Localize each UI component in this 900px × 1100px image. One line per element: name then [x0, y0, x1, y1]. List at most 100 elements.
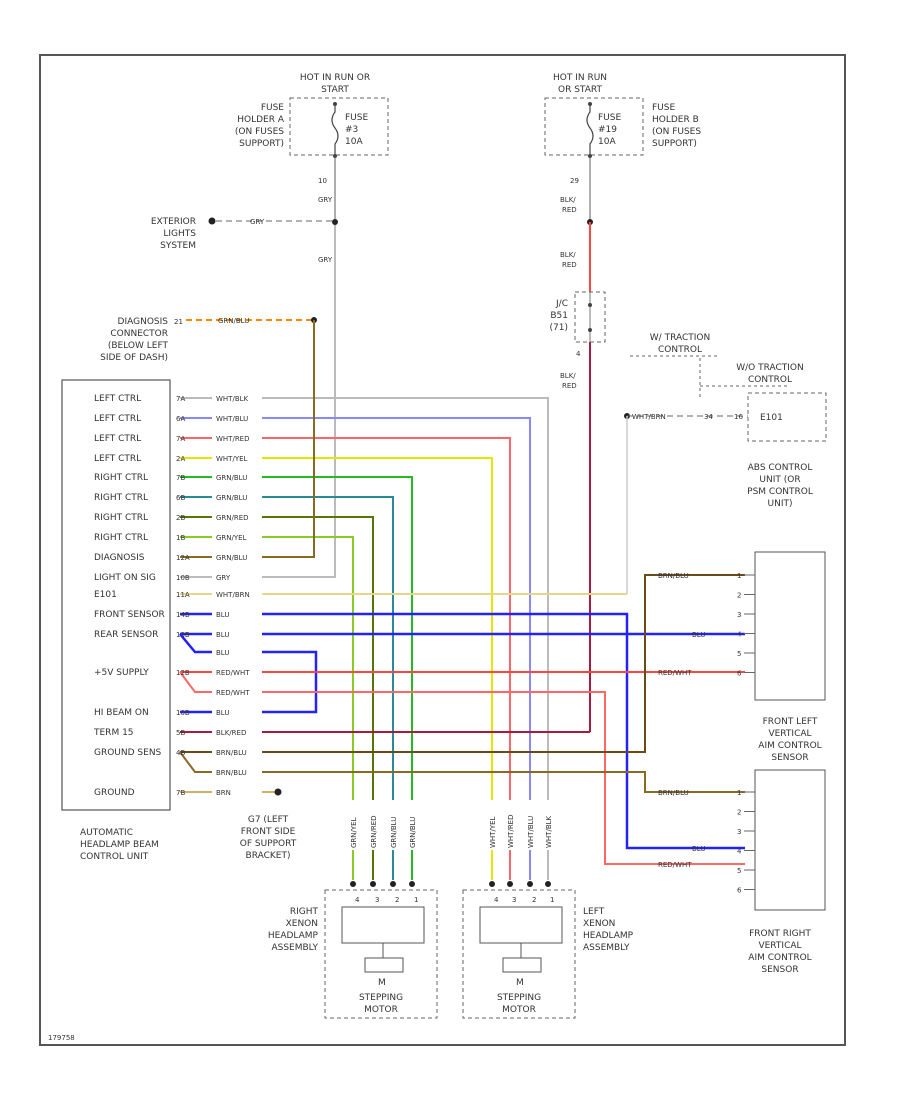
control-unit-pin-label: REAR SENSOR [94, 630, 158, 640]
wire-label-bg [212, 609, 262, 618]
control-unit-pin-label: LEFT CTRL [94, 394, 141, 404]
control-unit-pin-number: 10B [176, 709, 190, 717]
headlamp-pin-number: 1 [414, 896, 418, 904]
fl-wire-1: BRN/BLU [658, 572, 689, 580]
wire-label-bg [543, 800, 553, 850]
wire-label-bg [212, 629, 262, 638]
fr-label-2: VERTICAL [758, 941, 801, 951]
left-headlamp-line2: XENON [583, 919, 615, 929]
harness-wire-color-label: GRN/BLU [216, 494, 247, 502]
wire-label-bg [212, 767, 262, 776]
wire-label-bg [388, 800, 398, 850]
left-headlamp-line3: HEADLAMP [583, 931, 634, 941]
control-unit-pin-number: 7B [176, 474, 185, 482]
left-motor-label-1: STEPPING [497, 993, 541, 1003]
right-motor-label-2: MOTOR [364, 1005, 398, 1015]
sensor-pin-number: 5 [737, 867, 741, 875]
headlamp-pin-dot [545, 881, 551, 887]
abs-control-unit-label: ABS CONTROL UNIT (OR PSM CONTROL UNIT) [747, 463, 813, 509]
fr-label-4: SENSOR [761, 965, 798, 975]
fuse1-wire-top: GRY [318, 196, 333, 204]
traction-inner-1: W/O TRACTION [736, 363, 804, 373]
headlamp-pin-dot [350, 881, 356, 887]
headlamp-pin-number: 4 [355, 896, 360, 904]
ground-connector-icon [274, 788, 282, 796]
control-unit-pin-label: LEFT CTRL [94, 434, 141, 444]
ground-line1: G7 (LEFT [248, 815, 289, 825]
control-unit-pin-label: HI BEAM ON [94, 708, 149, 718]
wire-label-bg [212, 492, 262, 501]
sensor-pin-number: 5 [737, 650, 741, 658]
diag-pin: 21 [174, 318, 183, 326]
control-unit-pin-number: 12B [176, 669, 190, 677]
fuse2-fuse-line2: #19 [598, 125, 617, 135]
sensor-pin-number: 1 [737, 572, 741, 580]
exterior-line3: SYSTEM [160, 241, 196, 251]
fr-wire-1: BRN/BLU [658, 789, 689, 797]
jc-line2: B51 [550, 311, 568, 321]
control-unit-pin-label: +5V SUPPLY [94, 668, 149, 678]
headlamp-pin-dot [489, 881, 495, 887]
left-motor-label-2: MOTOR [502, 1005, 536, 1015]
left-motor-icon: M [516, 978, 524, 988]
fr-wire-3: RED/WHT [658, 861, 692, 869]
left-headlamp-line1: LEFT [583, 907, 605, 917]
fuse1-symbol [331, 104, 339, 156]
right-headlamp-line1: RIGHT [290, 907, 319, 917]
jc-pin: 4 [576, 350, 581, 358]
wire-label-bg [212, 472, 262, 481]
diagram-frame [39, 54, 846, 1046]
wire-label-bg [212, 589, 262, 598]
diag-line1: DIAGNOSIS [118, 317, 169, 327]
control-unit-pin-label: DIAGNOSIS [94, 553, 145, 563]
harness-wire-color-label: GRN/YEL [216, 534, 247, 542]
headlamp-wire-label: GRN/BLU [390, 817, 398, 848]
traction-pin-a: 34 [704, 413, 713, 421]
harness-wire-color-label: BLU [216, 649, 229, 657]
control-unit-pin-label: LIGHT ON SIG [94, 573, 156, 583]
wire-label-bg [212, 453, 262, 462]
control-unit-pin-number: 7A [176, 395, 185, 403]
control-unit-pin-number: 11A [176, 591, 190, 599]
control-unit-pin-label: E101 [94, 590, 117, 600]
control-unit-title-2: HEADLAMP BEAM [80, 840, 159, 850]
traction-control: W/ TRACTION CONTROL W/O TRACTION CONTROL… [624, 333, 827, 594]
harness-wire-color-label: WHT/BRN [216, 591, 250, 599]
wire-label-bg [212, 512, 262, 521]
control-unit-pin-number: 7A [176, 435, 185, 443]
wire-label-bg [212, 747, 262, 756]
fl-label-4: SENSOR [771, 753, 808, 763]
headlamp-wire-label: WHT/RED [507, 815, 515, 849]
headlamp-pin-number: 1 [550, 896, 554, 904]
harness-wire-color-label: GRN/BLU [216, 474, 247, 482]
fuse2-fuse-line3: 10A [598, 137, 616, 147]
control-unit-pin-label: FRONT SENSOR [94, 610, 165, 620]
traction-pin-b: 16 [734, 413, 743, 421]
harness-wire-color-label: GRY [216, 574, 231, 582]
fr-label-1: FRONT RIGHT [749, 929, 811, 939]
wire-label-bg [212, 532, 262, 541]
control-unit-pin-number: 6B [176, 494, 185, 502]
fuse1-holder-line4: SUPPORT) [239, 139, 284, 149]
ground-line2: FRONT SIDE [241, 827, 296, 837]
wire-label-bg [212, 727, 262, 736]
fuse2-wire-bottom-1: BLK/ [560, 372, 576, 380]
fuse2-wire-mid-1: BLK/ [560, 251, 576, 259]
right-headlamp-line3: HEADLAMP [268, 931, 319, 941]
harness-wire-color-label: BLK/RED [216, 729, 246, 737]
exterior-lights-system: EXTERIOR LIGHTS SYSTEM GRY [151, 217, 335, 251]
headlamp-pin-dot [370, 881, 376, 887]
diagram-id: 179758 [48, 1034, 75, 1042]
traction-outer-2: CONTROL [658, 345, 702, 355]
left-headlamp-line4: ASSEMBLY [583, 943, 630, 953]
headlamp-pin-number: 3 [375, 896, 379, 904]
harness-wire-color-label: GRN/BLU [216, 554, 247, 562]
control-unit-pin-number: 6A [176, 415, 185, 423]
fr-wire-2: BLU [692, 845, 705, 853]
headlamp-pin-dot [409, 881, 415, 887]
harness-wire-color-label: BRN [216, 789, 231, 797]
wire-label-bg [212, 647, 262, 656]
